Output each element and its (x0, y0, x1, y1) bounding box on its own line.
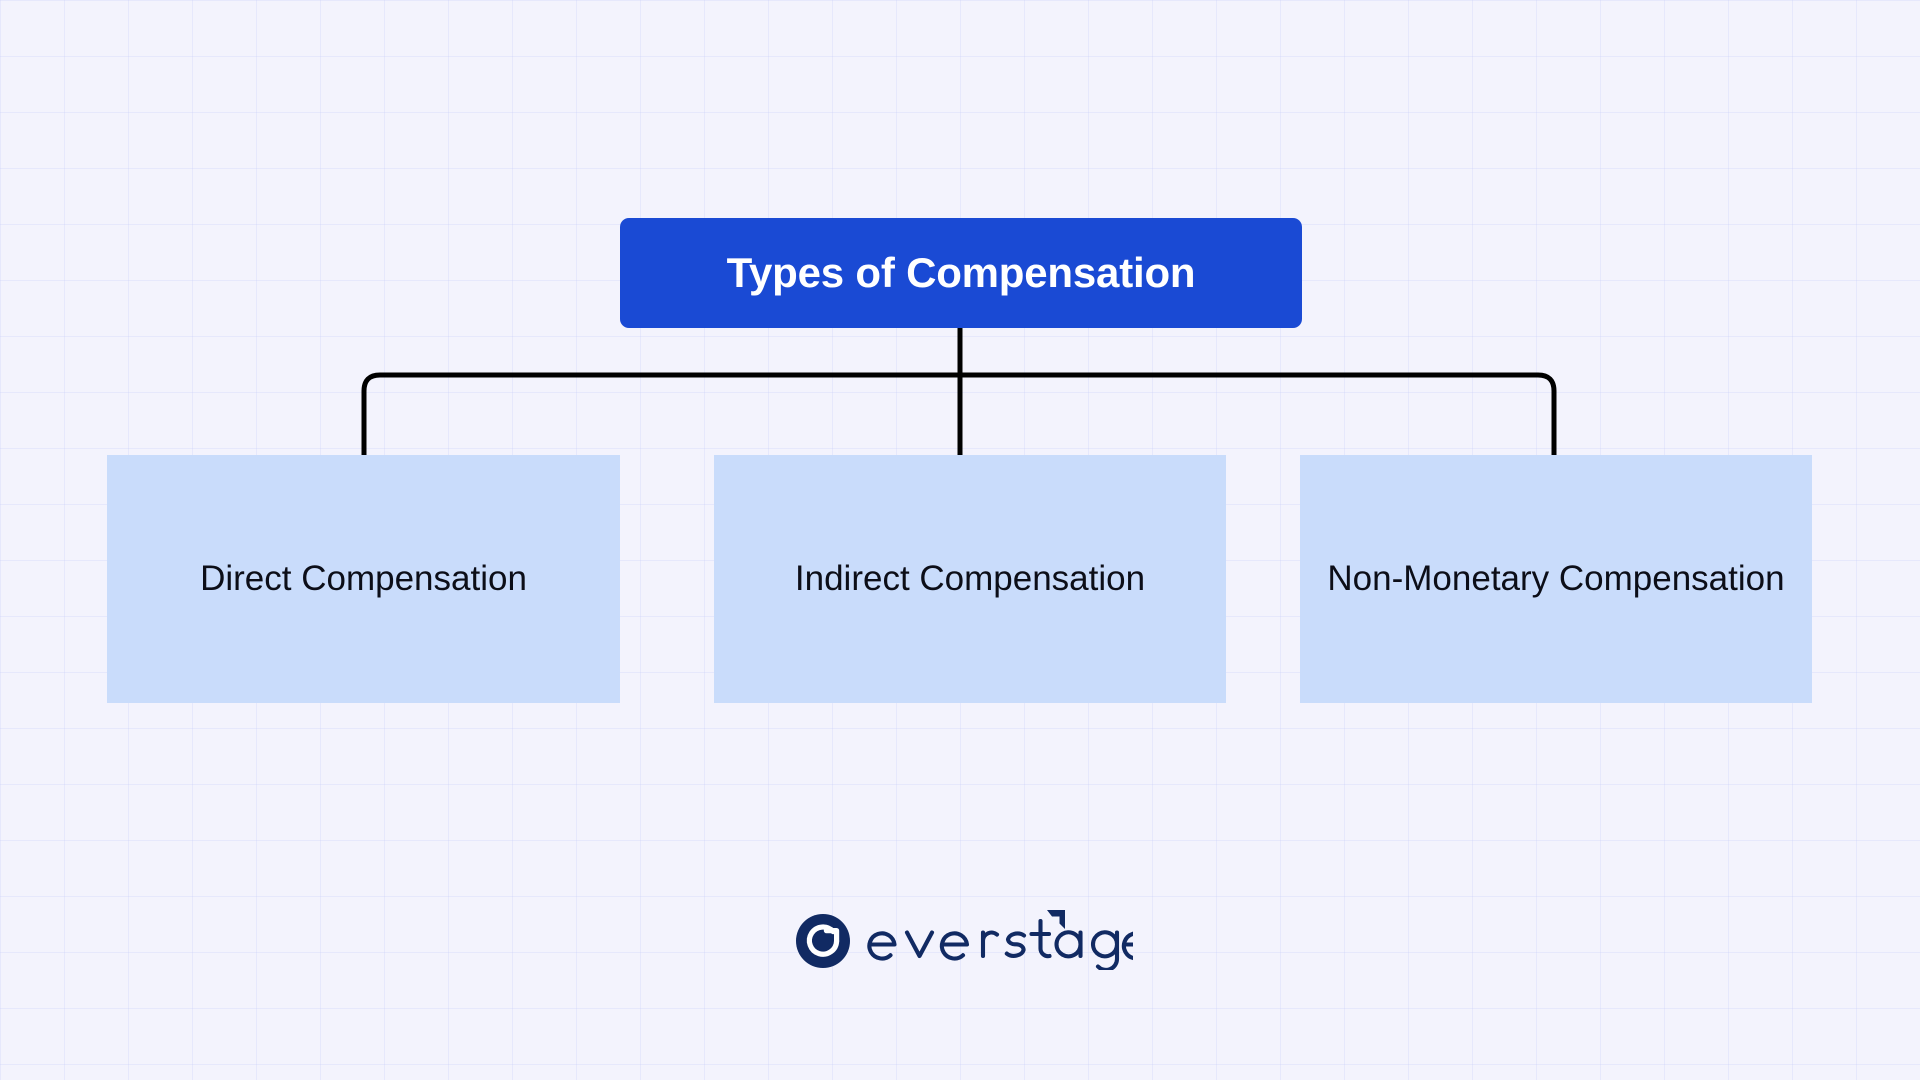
child-node-label: Direct Compensation (200, 558, 527, 598)
brand-logo (795, 910, 1133, 970)
connector-branch-left (361, 372, 960, 455)
child-node-label: Indirect Compensation (794, 558, 1146, 598)
root-node: Types of Compensation (620, 218, 1302, 328)
connector-branch-right (960, 372, 1557, 455)
everstage-circle-arrow-icon (796, 914, 850, 968)
child-node-label: Non-Monetary Compensation (1327, 558, 1785, 598)
everstage-accent-tick-icon (1047, 910, 1065, 929)
child-node-direct-compensation: Direct Compensation (107, 455, 620, 703)
child-node-indirect-compensation: Indirect Compensation (714, 455, 1226, 703)
child-node-non-monetary-compensation: Non-Monetary Compensation (1300, 455, 1812, 703)
everstage-wordmark (867, 918, 1133, 970)
root-node-label: Types of Compensation (726, 249, 1196, 296)
